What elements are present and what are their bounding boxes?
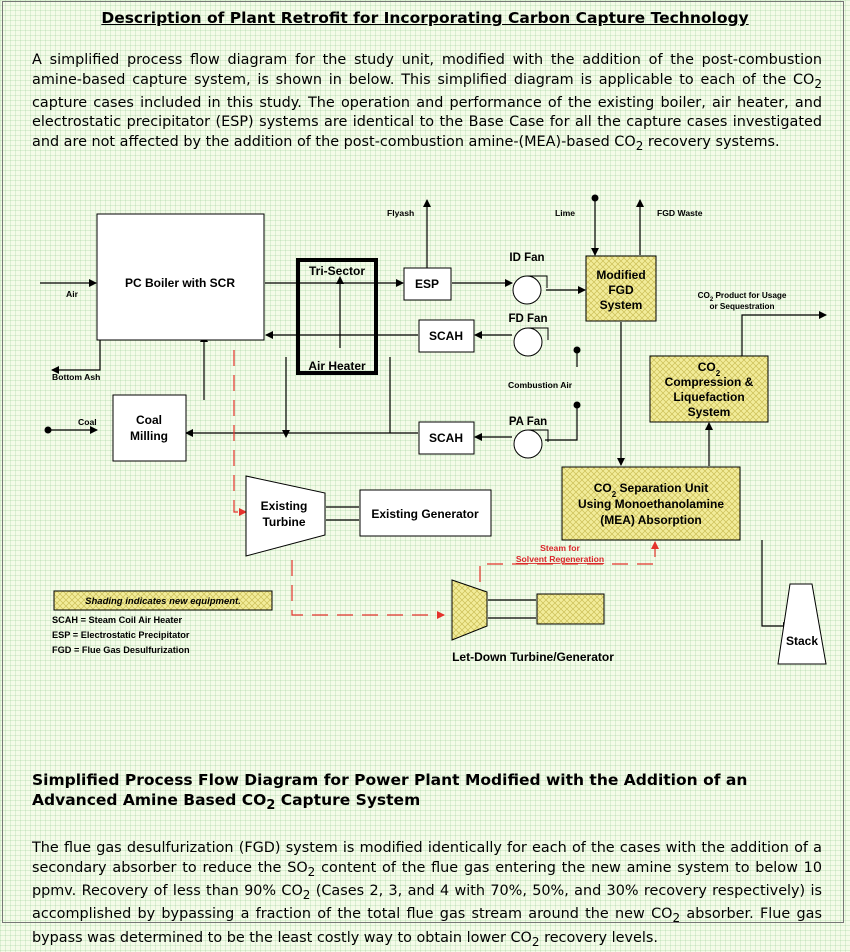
legend-shading-text: Shading indicates new equipment. — [85, 596, 241, 607]
pa-fan-icon — [513, 429, 549, 459]
co2-compression-label-4: System — [688, 405, 731, 419]
to-stack-line — [761, 540, 791, 630]
scah-pa-label: SCAH — [429, 431, 463, 445]
existing-turbine-label-1: Existing — [261, 499, 308, 513]
modified-fgd-box — [585, 255, 657, 322]
co2-separation-box — [561, 466, 741, 541]
steam-label-1: Steam for — [540, 543, 580, 553]
legend-esp: ESP = Electrostatic Precipitator — [52, 630, 190, 640]
co2-compression-box — [649, 355, 769, 423]
co2-compression-label-3: Liquefaction — [673, 390, 744, 404]
combustion-air-pa-line — [545, 405, 578, 441]
scah-fd-label: SCAH — [429, 329, 463, 343]
co2-compression-label-2: Compression & — [665, 375, 754, 389]
intro-paragraph: A simplified process flow diagram for th… — [32, 52, 822, 153]
letdown-turbine-shape — [451, 579, 488, 641]
esp-box — [403, 267, 452, 301]
coal-milling-box — [112, 394, 187, 462]
combustion-air-label: Combustion Air — [508, 380, 573, 390]
existing-generator-label: Existing Generator — [371, 507, 479, 521]
lime-label: Lime — [555, 208, 575, 218]
coal-source-dot — [44, 426, 52, 434]
pa-fan-label: PA Fan — [509, 416, 547, 428]
fgd-waste-label: FGD Waste — [657, 208, 703, 218]
co2-separation-label-2: Using Monoethanolamine — [578, 497, 724, 511]
coal-label: Coal — [78, 417, 97, 427]
pc-boiler-box — [96, 213, 265, 341]
esp-label: ESP — [415, 277, 439, 291]
document-title: Description of Plant Retrofit for Incorp… — [101, 9, 749, 27]
coal-milling-label-1: Coal — [136, 413, 162, 427]
scah-pa-box — [418, 421, 475, 455]
legend-fgd: FGD = Flue Gas Desulfurization — [52, 645, 190, 655]
id-fan-label: ID Fan — [509, 252, 544, 264]
fgd-label-2: FGD — [608, 283, 634, 297]
pc-boiler-label: PC Boiler with SCR — [125, 276, 235, 290]
fd-fan-label: FD Fan — [509, 313, 548, 325]
co2-product-label-1: CO2 Product for Usage — [698, 291, 787, 303]
steam-lines — [233, 350, 659, 619]
letdown-generator-box — [536, 593, 605, 625]
steam-solvent-regeneration-line — [479, 541, 659, 582]
flow-lines — [40, 198, 827, 630]
air-label: Air — [66, 289, 79, 299]
flyash-label: Flyash — [387, 208, 414, 218]
letdown-label: Let-Down Turbine/Generator — [452, 650, 614, 664]
steam-label-2: Solvent Regeneration — [516, 554, 604, 564]
lime-source-dot — [591, 194, 599, 202]
existing-turbine-label-2: Turbine — [262, 515, 305, 529]
combustion-air-dot-top — [573, 346, 581, 354]
stack-shape — [777, 583, 827, 665]
fgd-label-3: System — [600, 298, 643, 312]
steam-to-turbine-line — [233, 350, 247, 516]
co2-separation-label-3: (MEA) Absorption — [600, 513, 702, 527]
combustion-air-dot-bottom — [573, 401, 581, 409]
air-heater-label: Air Heater — [308, 359, 366, 373]
page-frame — [2, 1, 844, 923]
closing-paragraph: The flue gas desulfurization (FGD) syste… — [32, 840, 823, 949]
scah-fd-box — [418, 319, 475, 353]
stack-label: Stack — [786, 634, 818, 648]
legend-scah: SCAH = Steam Coil Air Heater — [52, 615, 183, 625]
legend-shading-box — [53, 590, 273, 611]
co2-separation-label-1: CO2 Separation Unit — [594, 481, 708, 499]
co2-product-line — [741, 311, 827, 366]
bottom-ash-line — [51, 340, 101, 374]
fgd-label-1: Modified — [596, 268, 645, 282]
figure-caption: Simplified Process Flow Diagram for Powe… — [32, 771, 748, 814]
tri-sector-label: Tri-Sector — [309, 264, 365, 278]
existing-turbine-shape — [245, 475, 326, 557]
bottom-ash-label: Bottom Ash — [52, 372, 100, 382]
existing-generator-box — [359, 489, 492, 537]
co2-product-label-2: or Sequestration — [709, 302, 774, 311]
process-flow-diagram: PC Boiler with SCR Tri-Sector Air Heater… — [40, 194, 827, 665]
coal-milling-label-2: Milling — [130, 429, 168, 443]
steam-to-letdown-line — [291, 560, 445, 619]
id-fan-icon — [512, 275, 548, 305]
co2-compression-label-1: CO2 — [698, 360, 721, 378]
fd-fan-icon — [513, 327, 549, 357]
air-heater-box — [296, 258, 378, 375]
